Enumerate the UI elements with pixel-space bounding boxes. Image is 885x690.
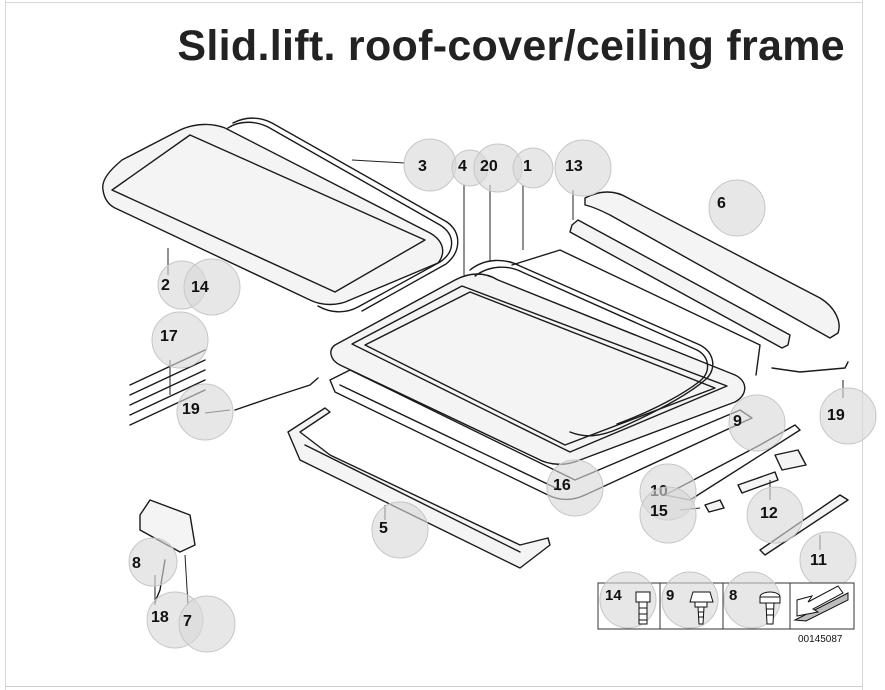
callout-7: 7	[178, 595, 236, 653]
fastener-legend: 14 9 8	[597, 571, 855, 630]
callout-6: 6	[708, 179, 766, 237]
cable-part-19-left	[234, 377, 319, 411]
callout-4-label: 4	[458, 158, 467, 175]
callout-20-label: 20	[480, 158, 498, 175]
callout-3-label: 3	[418, 158, 427, 175]
cable-part-19-right	[771, 361, 849, 373]
callout-19-left: 19	[176, 383, 234, 441]
legend-item-9-label: 9	[666, 587, 674, 604]
callout-16: 16	[546, 459, 604, 517]
callout-16-label: 16	[553, 477, 571, 494]
callout-11-label: 11	[810, 552, 827, 569]
cover-seal-part	[227, 117, 459, 313]
callout-19-right-label: 19	[827, 407, 845, 424]
callout-19-left-label: 19	[182, 401, 200, 418]
rail-part-13	[569, 219, 791, 349]
callout-5: 5	[371, 501, 429, 559]
bracket-part-12	[737, 449, 807, 494]
callout-12-label: 12	[760, 505, 778, 522]
bottom-border	[5, 686, 863, 687]
deflector-part-5	[287, 407, 551, 569]
diagram-frame	[5, 0, 863, 690]
callout-17-label: 17	[160, 328, 178, 345]
legend-item-14-label: 14	[605, 587, 622, 604]
callout-6-label: 6	[717, 195, 726, 212]
callout-12: 12	[746, 486, 804, 544]
callout-8-left-label: 8	[132, 555, 141, 572]
callout-9: 9	[728, 394, 786, 452]
callout-2-label: 2	[161, 277, 170, 294]
top-border	[5, 2, 863, 3]
legend-item-8-label: 8	[729, 587, 737, 604]
callout-14-top: 14	[183, 258, 241, 316]
ceiling-frame-part	[330, 273, 746, 465]
callout-7-label: 7	[183, 613, 192, 630]
callout-5-label: 5	[379, 520, 388, 537]
callout-18-label: 18	[151, 609, 169, 626]
direction-arrow-icon	[793, 585, 849, 622]
glass-cover-part	[102, 123, 444, 306]
callout-13-label: 13	[565, 158, 583, 175]
frame-seal-part	[469, 259, 714, 437]
legend-item-8: 8	[723, 571, 781, 629]
legend-item-9: 9	[661, 571, 719, 629]
screw-icon	[759, 591, 781, 625]
callout-1-label: 1	[523, 158, 532, 175]
callout-19-right: 19	[819, 387, 877, 445]
legend-item-14: 14	[599, 571, 657, 629]
callout-1: 1	[512, 147, 554, 189]
drawing-number: 00145087	[798, 634, 843, 645]
callout-15-label: 15	[650, 503, 668, 520]
callout-14-top-label: 14	[191, 279, 209, 296]
bolt-icon	[635, 591, 651, 625]
callout-15: 15	[639, 486, 697, 544]
callout-17: 17	[151, 311, 209, 369]
callout-9-label: 9	[733, 413, 742, 430]
callout-13: 13	[554, 139, 612, 197]
clip-part-15	[704, 499, 725, 513]
shade-part-17	[129, 349, 206, 426]
callout-8-left: 8	[128, 537, 178, 587]
callout-3: 3	[403, 138, 457, 192]
rail-part-6	[584, 191, 840, 339]
hex-screw-icon	[689, 591, 714, 625]
diagram-title: Slid.lift. roof-cover/ceiling frame	[177, 22, 845, 70]
callout-11: 11	[799, 531, 857, 589]
